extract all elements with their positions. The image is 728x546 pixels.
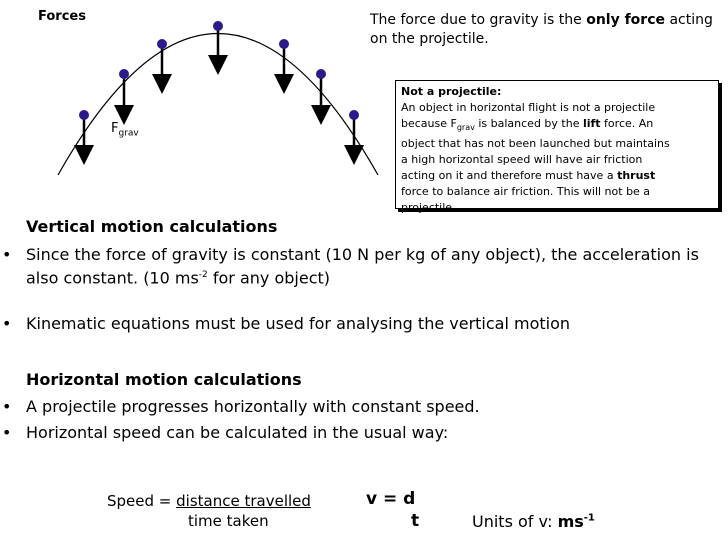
bullet-text: Horizontal speed can be calculated in th…	[26, 423, 449, 442]
bullet-text-part: also constant. (10 ms	[26, 268, 199, 288]
info-box-text: acting on it and therefore must have a	[401, 169, 618, 183]
fgrav-main: F	[111, 121, 119, 136]
speed-formula-label: Speed = distance travelled	[107, 492, 311, 510]
forces-title: Forces	[38, 9, 86, 24]
info-box-text: is balanced by the	[474, 117, 583, 130]
projectile-ball	[157, 39, 167, 49]
v-eq: v =	[366, 489, 404, 509]
not-a-projectile-box: Not a projectile: An object in horizonta…	[395, 80, 719, 214]
bullet-text: A projectile progresses horizontally wit…	[26, 397, 480, 416]
v-numerator-d: d	[403, 489, 416, 509]
units-value: ms	[557, 512, 584, 531]
fgrav-label: Fgrav	[111, 121, 139, 139]
info-box-bold: thrust	[617, 169, 656, 183]
v-equals-d: v = d	[366, 489, 415, 509]
projectile-ball	[316, 69, 326, 79]
bullet-dot: •	[2, 397, 12, 416]
units-label: Units of v:	[472, 512, 558, 531]
speed-denominator: time taken	[188, 512, 269, 530]
gravity-note-bold: only force	[586, 12, 665, 28]
projectile-ball	[213, 21, 223, 31]
speed-numerator: distance travelled	[176, 492, 311, 510]
units-sup: -1	[583, 512, 595, 524]
gravity-note: The force due to gravity is the only for…	[370, 11, 725, 49]
v-denominator-t: t	[411, 511, 420, 531]
speed-label: Speed =	[107, 492, 177, 510]
bullet-dot: •	[2, 245, 12, 264]
info-box-line: projectile.	[401, 201, 456, 215]
bullet-text: also constant. (10 ms-2 for any object)	[26, 265, 726, 288]
info-box-line: acting on it and therefore must have a t…	[401, 168, 718, 184]
horizontal-bullet-1: • A projectile progresses horizontally w…	[2, 396, 480, 417]
horizontal-bullet-2: • Horizontal speed can be calculated in …	[2, 422, 449, 443]
horizontal-heading: Horizontal motion calculations	[26, 370, 302, 389]
projectile-ball	[119, 69, 129, 79]
vertical-bullet-2: • Kinematic equations must be used for a…	[2, 313, 571, 334]
info-box-title: Not a projectile:	[401, 85, 502, 98]
vertical-bullet-1: • Since the force of gravity is constant…	[2, 244, 726, 288]
bullet-text: Kinematic equations must be used for ana…	[26, 314, 571, 333]
gravity-note-text: The force due to gravity is the	[370, 12, 587, 28]
projectile-ball	[279, 39, 289, 49]
info-box-line: object that has not been launched but ma…	[401, 137, 670, 151]
info-box-line: a high horizontal speed will have air fr…	[401, 153, 643, 167]
projectile-ball	[79, 110, 89, 120]
info-box-line: force to balance air friction. This will…	[401, 185, 651, 199]
gravity-note-text-end: acting on the projectile.	[370, 12, 713, 47]
bullet-text: Since the force of gravity is constant (…	[26, 245, 699, 264]
info-box-text: because F	[401, 117, 457, 130]
vertical-heading: Vertical motion calculations	[26, 217, 278, 236]
info-box-sub: grav	[456, 123, 475, 133]
projectile-ball	[349, 110, 359, 120]
info-box-bold: lift	[582, 117, 601, 130]
info-box-text: force. An	[600, 117, 654, 130]
units-of-v: Units of v: ms-1	[472, 512, 595, 531]
fgrav-sub: grav	[118, 128, 139, 139]
info-box-line: because Fgrav is balanced by the lift fo…	[401, 116, 718, 136]
bullet-dot: •	[2, 423, 12, 442]
bullet-dot: •	[2, 314, 12, 333]
bullet-sup: -2	[198, 270, 208, 280]
info-box-line: An object in horizontal flight is not a …	[401, 101, 656, 114]
bullet-text-part: for any object)	[207, 268, 330, 288]
